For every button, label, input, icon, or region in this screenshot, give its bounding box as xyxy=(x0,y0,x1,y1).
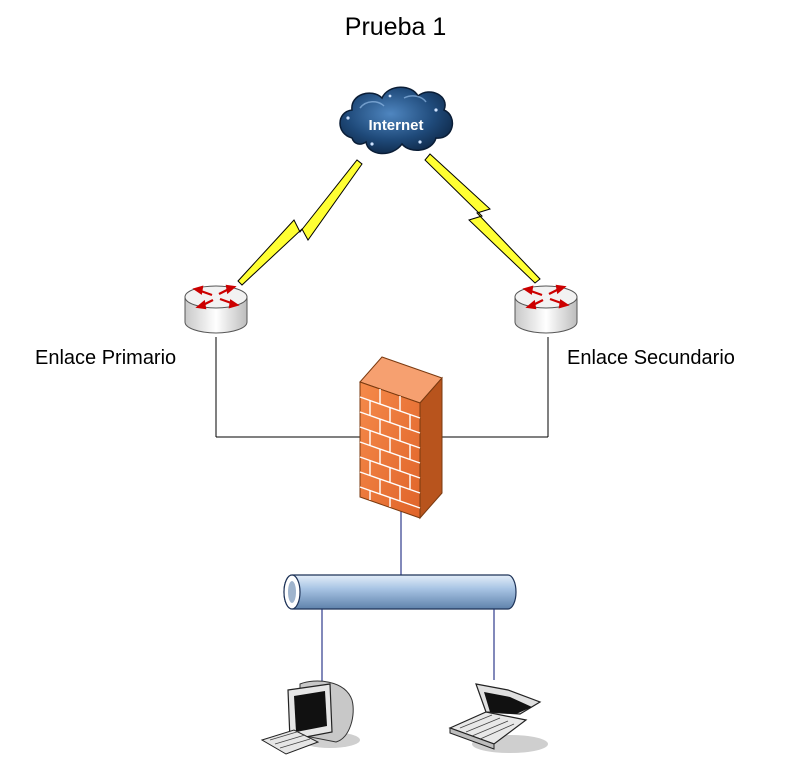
cloud-icon xyxy=(339,86,454,155)
firewall-icon xyxy=(359,356,443,520)
router-icon xyxy=(184,284,248,334)
laptop-icon xyxy=(448,683,548,753)
network-bus-icon xyxy=(283,574,517,610)
router-icon xyxy=(514,284,578,334)
desktop-computer-icon xyxy=(260,680,360,755)
internet-label: Internet xyxy=(368,117,423,134)
wan-link-secondary xyxy=(424,153,541,284)
wan-link-primary xyxy=(237,159,363,286)
label-enlace-primario: Enlace Primario xyxy=(35,347,177,369)
links xyxy=(215,337,549,688)
diagram-title: Prueba 1 xyxy=(344,13,447,41)
label-enlace-secundario: Enlace Secundario xyxy=(567,347,735,369)
